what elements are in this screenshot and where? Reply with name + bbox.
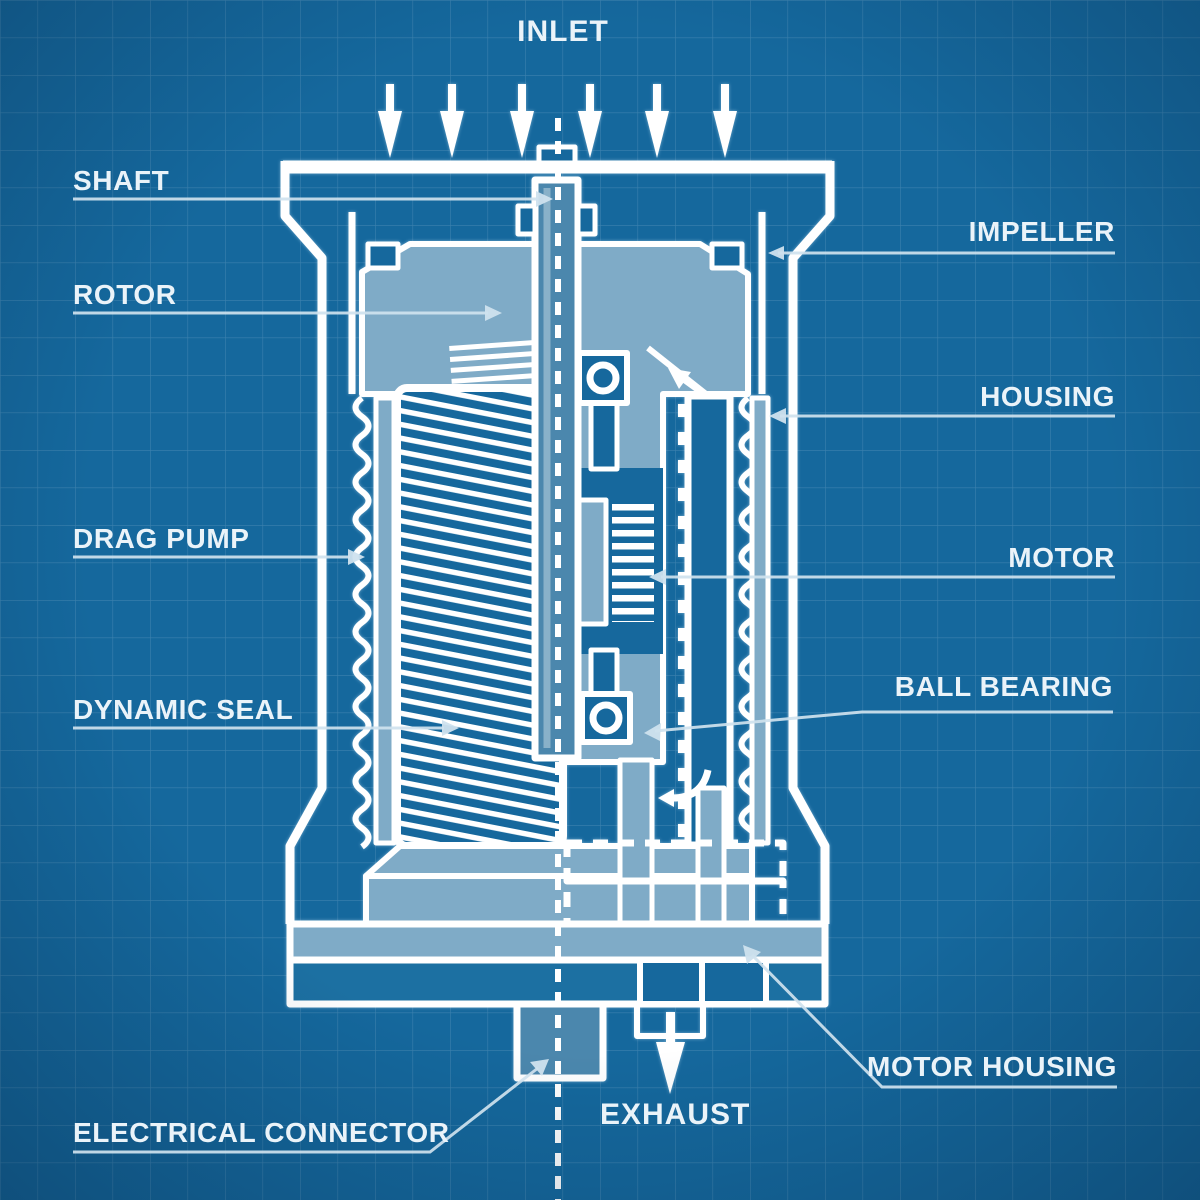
leader-shaft [73, 191, 553, 207]
leader-impeller [768, 246, 1115, 260]
rotor-label: ROTOR [73, 279, 177, 310]
housing-label: HOUSING [980, 381, 1115, 412]
callout-leaders [73, 191, 1117, 1154]
leader-drag-pump [73, 549, 365, 565]
exhaust-label: EXHAUST [600, 1098, 750, 1131]
shaft-label: SHAFT [73, 165, 169, 196]
inlet-label: INLET [517, 15, 609, 48]
leader-motor-housing [743, 945, 1117, 1089]
dynamic-seal-label: DYNAMIC SEAL [73, 694, 293, 725]
motor-label: MOTOR [1008, 542, 1115, 573]
leader-housing [769, 408, 1115, 424]
motor-housing-label: MOTOR HOUSING [867, 1051, 1117, 1082]
drag-pump-label: DRAG PUMP [73, 523, 250, 554]
impeller-label: IMPELLER [969, 216, 1115, 247]
electrical-connector-label: ELECTRICAL CONNECTOR [73, 1117, 450, 1148]
leader-motor [649, 569, 1115, 585]
leader-ball-bearing [644, 710, 1113, 741]
ball-bearing-label: BALL BEARING [895, 671, 1113, 702]
leader-electrical-connector [73, 1059, 549, 1154]
leader-rotor [73, 305, 502, 321]
leader-dynamic-seal [73, 720, 459, 736]
callout-labels: INLET SHAFT ROTOR IMPELLER HOUSING DRAG … [73, 15, 1117, 1148]
